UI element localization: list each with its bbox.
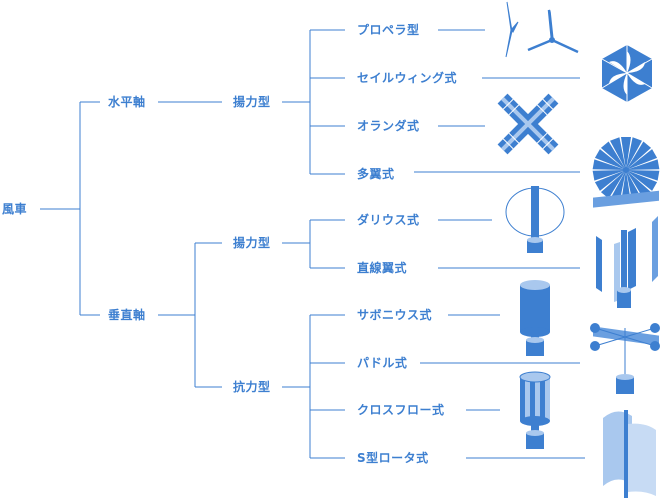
savonius-turbine-icon: [520, 280, 550, 356]
dutch-windmill-icon: [497, 93, 559, 155]
paddle-turbine-icon: [590, 323, 660, 394]
dutch-type-label: オランダ式: [357, 119, 420, 133]
paddle-type-label: パドル式: [357, 356, 408, 370]
horizontal-axis-label: 水平軸: [108, 95, 146, 109]
s-rotor-type-label: S型ロータ式: [357, 451, 429, 465]
darrieus-turbine-icon: [505, 186, 565, 253]
crossflow-turbine-icon: [519, 371, 551, 449]
savonius-type-label: サボニウス式: [357, 308, 433, 322]
horizontal-lift-type-label: 揚力型: [233, 95, 271, 109]
multiblade-turbine-icon: [592, 137, 660, 203]
crossflow-type-label: クロスフロー式: [357, 403, 445, 417]
sailwing-type-label: セイルウィング式: [357, 71, 458, 85]
vertical-axis-label: 垂直軸: [108, 308, 146, 322]
darrieus-type-label: ダリウス式: [357, 213, 420, 227]
vertical-drag-type-label: 抗力型: [233, 380, 271, 394]
propeller-turbine-icon: [505, 1, 579, 58]
propeller-type-label: プロペラ型: [357, 23, 420, 37]
s-rotor-turbine-icon: [603, 410, 656, 498]
straight-blade-type-label: 直線翼式: [357, 261, 408, 275]
vertical-lift-type-label: 揚力型: [233, 236, 271, 250]
sailwing-turbine-icon: [601, 45, 653, 102]
multiblade-type-label: 多翼式: [357, 167, 395, 181]
root-label: 風車: [2, 202, 28, 216]
straight-blade-turbine-icon: [593, 190, 659, 346]
